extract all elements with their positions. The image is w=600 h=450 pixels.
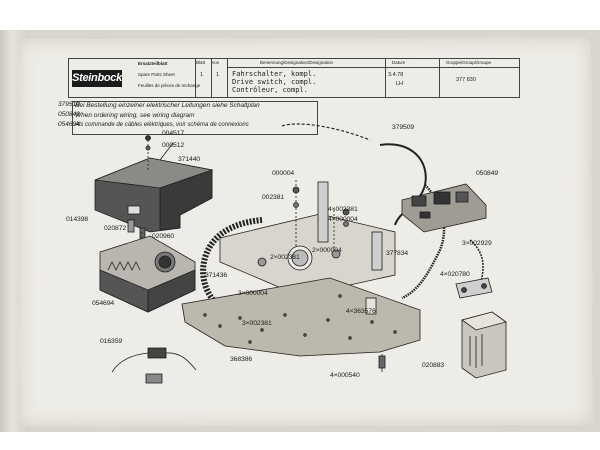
part-label-4x000004: 4×000004 bbox=[328, 216, 358, 223]
note-code-2: 050849 bbox=[58, 111, 80, 118]
part-label-377834: 377834 bbox=[386, 250, 409, 257]
brand-logo: Steinbock bbox=[72, 70, 122, 87]
part-label-3x002929: 3×002929 bbox=[462, 240, 492, 247]
part-label-2x002381: 2×002381 bbox=[270, 254, 300, 261]
note-line-en: When ordering wiring, see wiring diagram bbox=[75, 112, 195, 119]
designation-line-3: Contrôleur, compl. bbox=[232, 86, 308, 94]
designation-line-1: Fahrschalter, kompl. bbox=[232, 70, 317, 78]
blatt-value: 1 bbox=[200, 72, 204, 78]
part-label-368386: 368386 bbox=[230, 356, 253, 363]
header-rule bbox=[227, 67, 519, 68]
part-label-016359: 016359 bbox=[100, 338, 123, 345]
header-divider bbox=[439, 59, 440, 97]
von-label: von bbox=[212, 60, 220, 65]
part-label-2x000004: 2×000004 bbox=[312, 247, 342, 254]
header-divider bbox=[227, 59, 228, 97]
note-line-fr: Als commande de câbles eléktriques, voir… bbox=[75, 122, 249, 128]
part-label-379509: 379509 bbox=[392, 124, 415, 131]
part-label-000512: 000512 bbox=[162, 142, 185, 149]
von-value: 1 bbox=[216, 72, 220, 78]
part-label-4x000540: 4×000540 bbox=[330, 372, 360, 379]
part-label-054694: 054694 bbox=[92, 300, 115, 307]
sheet-label-de: Ersatzteilblatt bbox=[138, 61, 168, 66]
part-label-004517: 004517 bbox=[162, 130, 185, 137]
header-divider bbox=[195, 59, 196, 97]
blatt-label: Blatt bbox=[196, 60, 206, 65]
part-label-020872: 020872 bbox=[104, 225, 127, 232]
part-label-020883: 020883 bbox=[422, 362, 445, 369]
part-label-3x002381: 3×002381 bbox=[242, 320, 272, 327]
header-divider bbox=[385, 59, 386, 97]
note-code-1: 379510 bbox=[58, 101, 80, 108]
part-label-020960: 020960 bbox=[152, 233, 175, 240]
group-value: 377 830 bbox=[456, 77, 476, 83]
part-label-014398: 014398 bbox=[66, 216, 89, 223]
part-label-371436: 371436 bbox=[205, 272, 228, 279]
sheet-label-en: Spare Parts Sheet bbox=[138, 72, 175, 77]
date-value: 3.4.78 bbox=[388, 72, 404, 78]
controller-unit bbox=[99, 235, 196, 313]
group-label: Gruppe/Group/Groupe bbox=[446, 60, 492, 65]
part-label-050849: 050849 bbox=[476, 170, 499, 177]
designation-label: Benennung/Designation/Designation bbox=[260, 60, 334, 65]
part-label-4x363576: 4×363576 bbox=[346, 308, 376, 315]
designation-line-2: Drive switch, compl. bbox=[232, 78, 317, 86]
part-label-371440: 371440 bbox=[178, 156, 201, 163]
wiring-note-box bbox=[72, 101, 318, 135]
part-label-4x002381: 4×002381 bbox=[328, 206, 358, 213]
part-label-000004: 000004 bbox=[272, 170, 295, 177]
date-label: Datum bbox=[392, 60, 406, 65]
part-label-3x000004: 3×000004 bbox=[238, 290, 268, 297]
circuit-board bbox=[401, 183, 487, 233]
part-label-002381: 002381 bbox=[262, 194, 285, 201]
note-code-3: 054694 bbox=[58, 121, 80, 128]
header-table bbox=[68, 58, 520, 98]
header-divider bbox=[211, 59, 212, 97]
sheet-label-fr: Feuilles de pièces de rechange bbox=[138, 83, 201, 88]
note-line-de: Bei Bestellung einzelner elektrischer Le… bbox=[75, 102, 260, 109]
cover-part bbox=[94, 157, 214, 233]
date-initials: LH bbox=[396, 81, 404, 87]
part-label-4x020780: 4×020780 bbox=[440, 271, 470, 278]
